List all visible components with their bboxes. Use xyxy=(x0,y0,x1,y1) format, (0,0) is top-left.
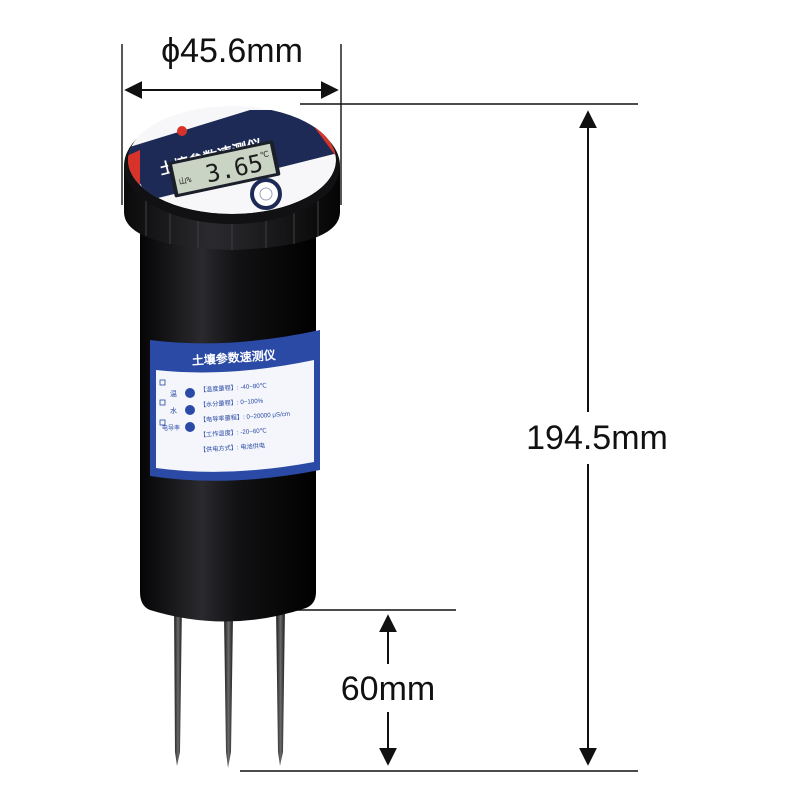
cap-brand-text: 建大仁科 xyxy=(192,127,220,136)
label-icon-text-1: 温 xyxy=(170,389,177,398)
label-icon-text-3: 电导率 xyxy=(162,424,180,432)
height-label: 194.5mm xyxy=(526,419,668,457)
product-label: 土壤参数速测仪 【温度量程】: -40~80℃ 【水分量程】: 0~100% 【… xyxy=(150,330,320,481)
probe-right xyxy=(276,606,285,766)
probe-middle xyxy=(224,614,233,768)
lcd-side-text: 山% xyxy=(178,174,193,186)
label-icon-text-2: 水 xyxy=(170,406,177,415)
brand-logo-icon xyxy=(177,126,187,136)
checkbox-3 xyxy=(159,419,166,426)
lcd-unit: ℃ xyxy=(259,149,270,160)
conductivity-icon xyxy=(185,422,195,432)
probes xyxy=(174,600,285,768)
checkbox-2 xyxy=(159,399,166,406)
probe-left xyxy=(174,600,182,766)
cap-brand: 建大仁科 xyxy=(177,126,220,136)
label-icons: 温 水 电导率 xyxy=(159,379,195,432)
sensor-cap: 建大仁科 土壤参数速测仪 山% 3.65 ℃ xyxy=(124,106,340,250)
checkbox-1 xyxy=(159,379,166,386)
temperature-icon xyxy=(185,388,195,398)
power-button[interactable] xyxy=(250,178,282,210)
label-title: 土壤参数速测仪 xyxy=(191,347,277,368)
diameter-label: ϕ45.6mm xyxy=(161,32,303,70)
water-icon xyxy=(185,405,195,415)
probe-length-label: 60mm xyxy=(341,670,435,708)
